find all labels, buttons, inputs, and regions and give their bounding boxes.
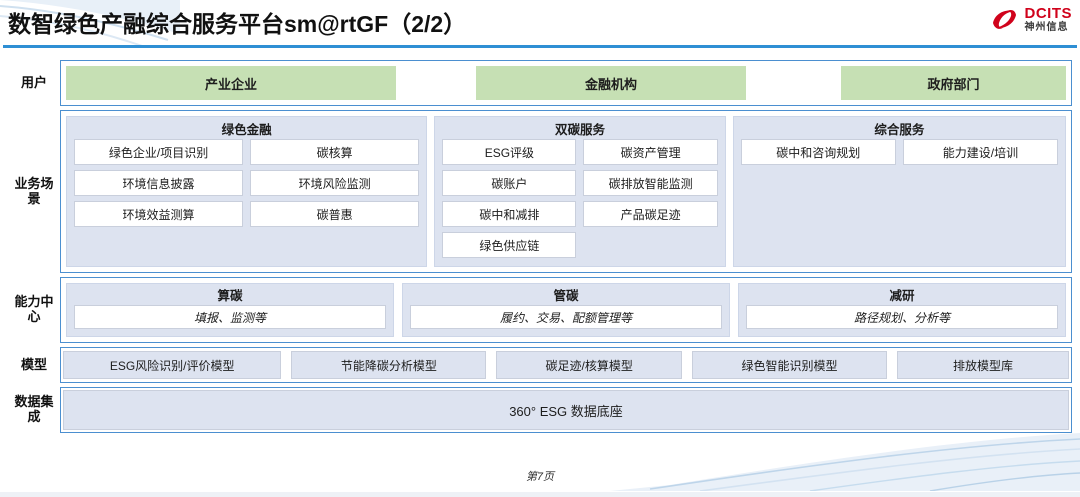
logo-english: DCITS [1024, 5, 1072, 22]
row-capability-center: 能力中心 算碳 填报、监测等 管碳 履约、交易、配额管理等 减研 路径规划、分析… [8, 277, 1072, 343]
row-label-data-integration: 数据集成 [14, 394, 54, 424]
model-item[interactable]: 节能降碳分析模型 [291, 351, 487, 379]
business-item[interactable]: 碳排放智能监测 [583, 170, 718, 196]
business-group-title: 双碳服务 [554, 122, 605, 137]
business-item[interactable]: 绿色供应链 [442, 232, 577, 258]
row-label-user: 用户 [20, 74, 47, 90]
model-item[interactable]: 碳足迹/核算模型 [496, 351, 682, 379]
capability-group-subtitle: 履约、交易、配额管理等 [410, 305, 722, 329]
capability-row-body: 算碳 填报、监测等 管碳 履约、交易、配额管理等 减研 路径规划、分析等 [60, 277, 1072, 343]
business-item[interactable]: 绿色企业/项目识别 [74, 139, 244, 165]
business-item[interactable]: 产品碳足迹 [583, 201, 718, 227]
title-underline [3, 45, 1077, 48]
brand-logo: DCITS 神州信息 [990, 6, 1073, 33]
business-group-comprehensive: 综合服务 碳中和咨询规划 能力建设/培训 [732, 116, 1066, 267]
business-item[interactable]: 碳中和减排 [442, 201, 577, 227]
model-item[interactable]: ESG风险识别/评价模型 [63, 351, 282, 379]
capability-group-calculate-carbon: 算碳 填报、监测等 [66, 283, 394, 337]
row-business-scenario: 业务场景 绿色金融 绿色企业/项目识别 碳核算 环境信息披露 环境风险监测 环境… [8, 110, 1072, 273]
row-model: 模型 ESG风险识别/评价模型 节能降碳分析模型 碳足迹/核算模型 绿色智能识别… [8, 347, 1072, 383]
business-group-green-finance: 绿色金融 绿色企业/项目识别 碳核算 环境信息披露 环境风险监测 环境效益测算 … [66, 116, 428, 267]
business-item[interactable]: 环境信息披露 [74, 170, 244, 196]
row-label-model: 模型 [20, 356, 47, 372]
capability-group-subtitle: 填报、监测等 [74, 305, 386, 329]
user-row-body: 产业企业 金融机构 政府部门 [60, 60, 1072, 106]
user-chip-industry[interactable]: 产业企业 [66, 66, 396, 100]
logo-wordmark: DCITS 神州信息 [1025, 6, 1073, 33]
business-group-items: 绿色企业/项目识别 碳核算 环境信息披露 环境风险监测 环境效益测算 碳普惠 [67, 139, 426, 227]
capability-group-manage-carbon: 管碳 履约、交易、配额管理等 [402, 283, 730, 337]
business-group-title: 绿色金融 [221, 122, 272, 137]
model-item[interactable]: 绿色智能识别模型 [691, 351, 888, 379]
capability-group-subtitle: 路径规划、分析等 [746, 305, 1058, 329]
business-group-title: 综合服务 [874, 122, 925, 137]
page-title: 数智绿色产融综合服务平台sm@rtGF（2/2） [8, 11, 467, 37]
business-group-items: 碳中和咨询规划 能力建设/培训 [734, 139, 1065, 165]
business-row-body: 绿色金融 绿色企业/项目识别 碳核算 环境信息披露 环境风险监测 环境效益测算 … [60, 110, 1072, 273]
data-row-body: 360° ESG 数据底座 [60, 387, 1072, 433]
capability-group-title: 算碳 [217, 289, 243, 303]
logo-chinese: 神州信息 [1024, 22, 1069, 33]
capability-group-title: 减研 [889, 289, 915, 303]
business-item[interactable]: 环境效益测算 [74, 201, 244, 227]
business-item[interactable]: 碳账户 [442, 170, 577, 196]
row-label-capability-center: 能力中心 [14, 294, 54, 324]
user-chip-government[interactable]: 政府部门 [841, 66, 1066, 100]
model-item[interactable]: 排放模型库 [897, 351, 1069, 379]
dcits-swirl-icon [992, 9, 1016, 29]
user-chip-financial[interactable]: 金融机构 [476, 66, 746, 100]
capability-group-title: 管碳 [553, 289, 579, 303]
page-footer: 第7页 [525, 471, 555, 483]
business-item[interactable]: 碳中和咨询规划 [740, 139, 896, 165]
business-item[interactable]: 碳核算 [250, 139, 420, 165]
bottom-base-strip [0, 492, 1080, 497]
title-bar: 数智绿色产融综合服务平台sm@rtGF（2/2） [0, 0, 1080, 48]
business-item[interactable]: 环境风险监测 [250, 170, 420, 196]
business-group-items: ESG评级 碳资产管理 碳账户 碳排放智能监测 碳中和减排 产品碳足迹 绿色供应… [435, 139, 724, 258]
row-label-business-scenario: 业务场景 [14, 175, 54, 206]
row-user: 用户 产业企业 金融机构 政府部门 [8, 60, 1072, 106]
business-group-dual-carbon: 双碳服务 ESG评级 碳资产管理 碳账户 碳排放智能监测 碳中和减排 产品碳足迹… [434, 116, 726, 267]
row-data-integration: 数据集成 360° ESG 数据底座 [8, 387, 1072, 433]
business-item[interactable]: 能力建设/培训 [902, 139, 1058, 165]
business-item[interactable]: ESG评级 [442, 139, 577, 165]
business-item[interactable]: 碳资产管理 [583, 139, 718, 165]
model-row-body: ESG风险识别/评价模型 节能降碳分析模型 碳足迹/核算模型 绿色智能识别模型 … [60, 347, 1072, 383]
business-item[interactable]: 碳普惠 [250, 201, 420, 227]
capability-group-reduce-research: 减研 路径规划、分析等 [738, 283, 1066, 337]
data-foundation-bar[interactable]: 360° ESG 数据底座 [63, 390, 1069, 430]
architecture-matrix: 用户 产业企业 金融机构 政府部门 业务场景 绿色金融 绿色企业/项目识别 碳核… [8, 60, 1072, 437]
